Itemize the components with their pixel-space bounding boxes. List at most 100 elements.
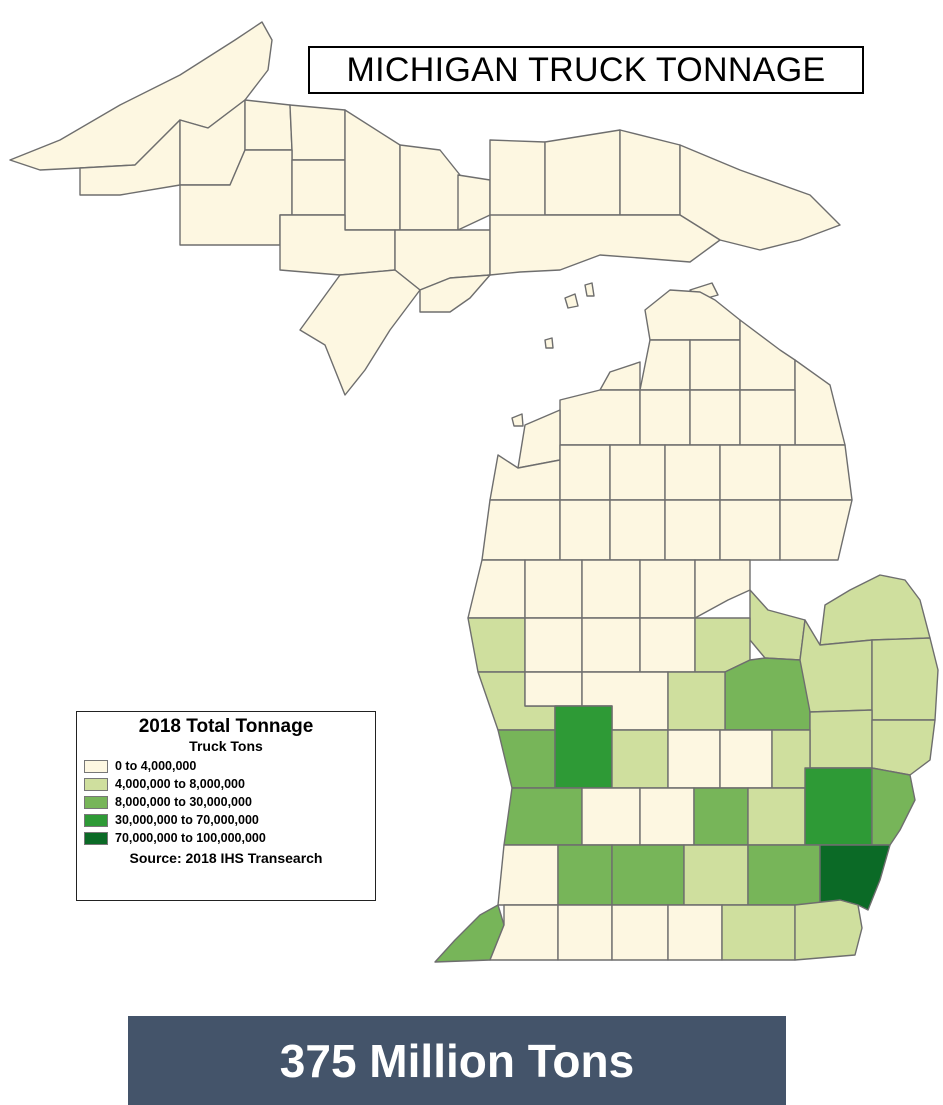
county	[581, 559, 641, 619]
county	[244, 99, 293, 151]
county	[581, 617, 641, 673]
upper-peninsula	[9, 21, 841, 396]
county	[719, 444, 781, 501]
legend-title: 2018 Total Tonnage	[138, 716, 314, 737]
county	[619, 129, 681, 216]
county	[871, 767, 916, 846]
county	[524, 617, 583, 673]
legend-label: 70,000,000 to 100,000,000	[115, 831, 266, 845]
island	[511, 413, 524, 427]
county	[667, 671, 726, 731]
county	[599, 361, 641, 391]
county	[467, 617, 526, 673]
total-tonnage-banner: 375 Million Tons	[128, 1016, 786, 1105]
county	[819, 844, 891, 911]
legend-label: 0 to 4,000,000	[115, 759, 197, 773]
county	[719, 499, 781, 561]
county	[639, 389, 691, 446]
county	[524, 671, 583, 707]
county	[794, 359, 846, 446]
county	[559, 444, 611, 501]
county	[524, 559, 583, 619]
county	[694, 559, 751, 619]
county	[639, 559, 696, 619]
county	[611, 904, 669, 961]
county	[644, 289, 741, 341]
legend-swatch	[84, 813, 108, 827]
county	[559, 499, 611, 561]
county	[581, 787, 641, 846]
legend-item: 4,000,000 to 8,000,000	[77, 775, 375, 793]
county	[481, 499, 561, 561]
county	[779, 499, 853, 561]
legend-swatch	[84, 759, 108, 773]
county	[554, 705, 613, 789]
island	[584, 282, 595, 297]
county	[489, 904, 559, 961]
island	[564, 293, 579, 309]
county	[639, 787, 695, 846]
legend-item: 0 to 4,000,000	[77, 757, 375, 775]
county	[724, 657, 811, 731]
county	[871, 719, 936, 776]
county	[419, 274, 491, 313]
county	[739, 389, 796, 446]
county	[747, 844, 821, 906]
map-title: MICHIGAN TRUCK TONNAGE	[308, 46, 864, 94]
county	[721, 904, 796, 961]
county	[497, 844, 559, 906]
lower-peninsula	[434, 289, 939, 963]
county	[557, 844, 613, 906]
county	[611, 844, 685, 906]
island	[544, 337, 554, 349]
county	[609, 444, 666, 501]
county	[667, 904, 723, 961]
legend-swatch	[84, 831, 108, 845]
county	[804, 767, 873, 846]
county	[559, 389, 641, 446]
county	[693, 787, 749, 846]
county	[517, 409, 561, 469]
legend-label: 8,000,000 to 30,000,000	[115, 795, 252, 809]
legend-label: 30,000,000 to 70,000,000	[115, 813, 259, 827]
county	[719, 729, 773, 789]
county	[667, 729, 721, 789]
county	[289, 104, 346, 161]
legend-source: Source: 2018 IHS Transearch	[129, 850, 323, 866]
map-legend: 2018 Total Tonnage Truck Tons 0 to 4,000…	[76, 711, 376, 901]
county	[457, 174, 491, 231]
county	[749, 589, 806, 661]
county	[489, 214, 721, 276]
county	[739, 319, 796, 391]
legend-swatch	[84, 777, 108, 791]
legend-item: 70,000,000 to 100,000,000	[77, 829, 375, 847]
county	[779, 444, 853, 501]
county	[809, 709, 873, 769]
county	[344, 109, 401, 231]
county	[557, 904, 613, 961]
legend-item: 30,000,000 to 70,000,000	[77, 811, 375, 829]
county	[399, 144, 461, 231]
county	[639, 339, 691, 391]
county	[664, 499, 721, 561]
county	[794, 899, 863, 961]
legend-item: 8,000,000 to 30,000,000	[77, 793, 375, 811]
county	[683, 844, 749, 906]
county	[299, 269, 421, 396]
county	[689, 339, 741, 391]
county	[819, 574, 931, 646]
county	[544, 129, 621, 216]
legend-label: 4,000,000 to 8,000,000	[115, 777, 245, 791]
county	[871, 637, 939, 721]
county	[503, 787, 583, 846]
county	[689, 389, 741, 446]
county	[639, 617, 696, 673]
county	[497, 729, 556, 789]
county	[291, 159, 346, 216]
legend-swatch	[84, 795, 108, 809]
legend-subtitle: Truck Tons	[189, 738, 263, 754]
county	[467, 559, 526, 619]
michigan-county-map	[9, 21, 939, 963]
county	[609, 499, 666, 561]
county	[747, 787, 806, 846]
